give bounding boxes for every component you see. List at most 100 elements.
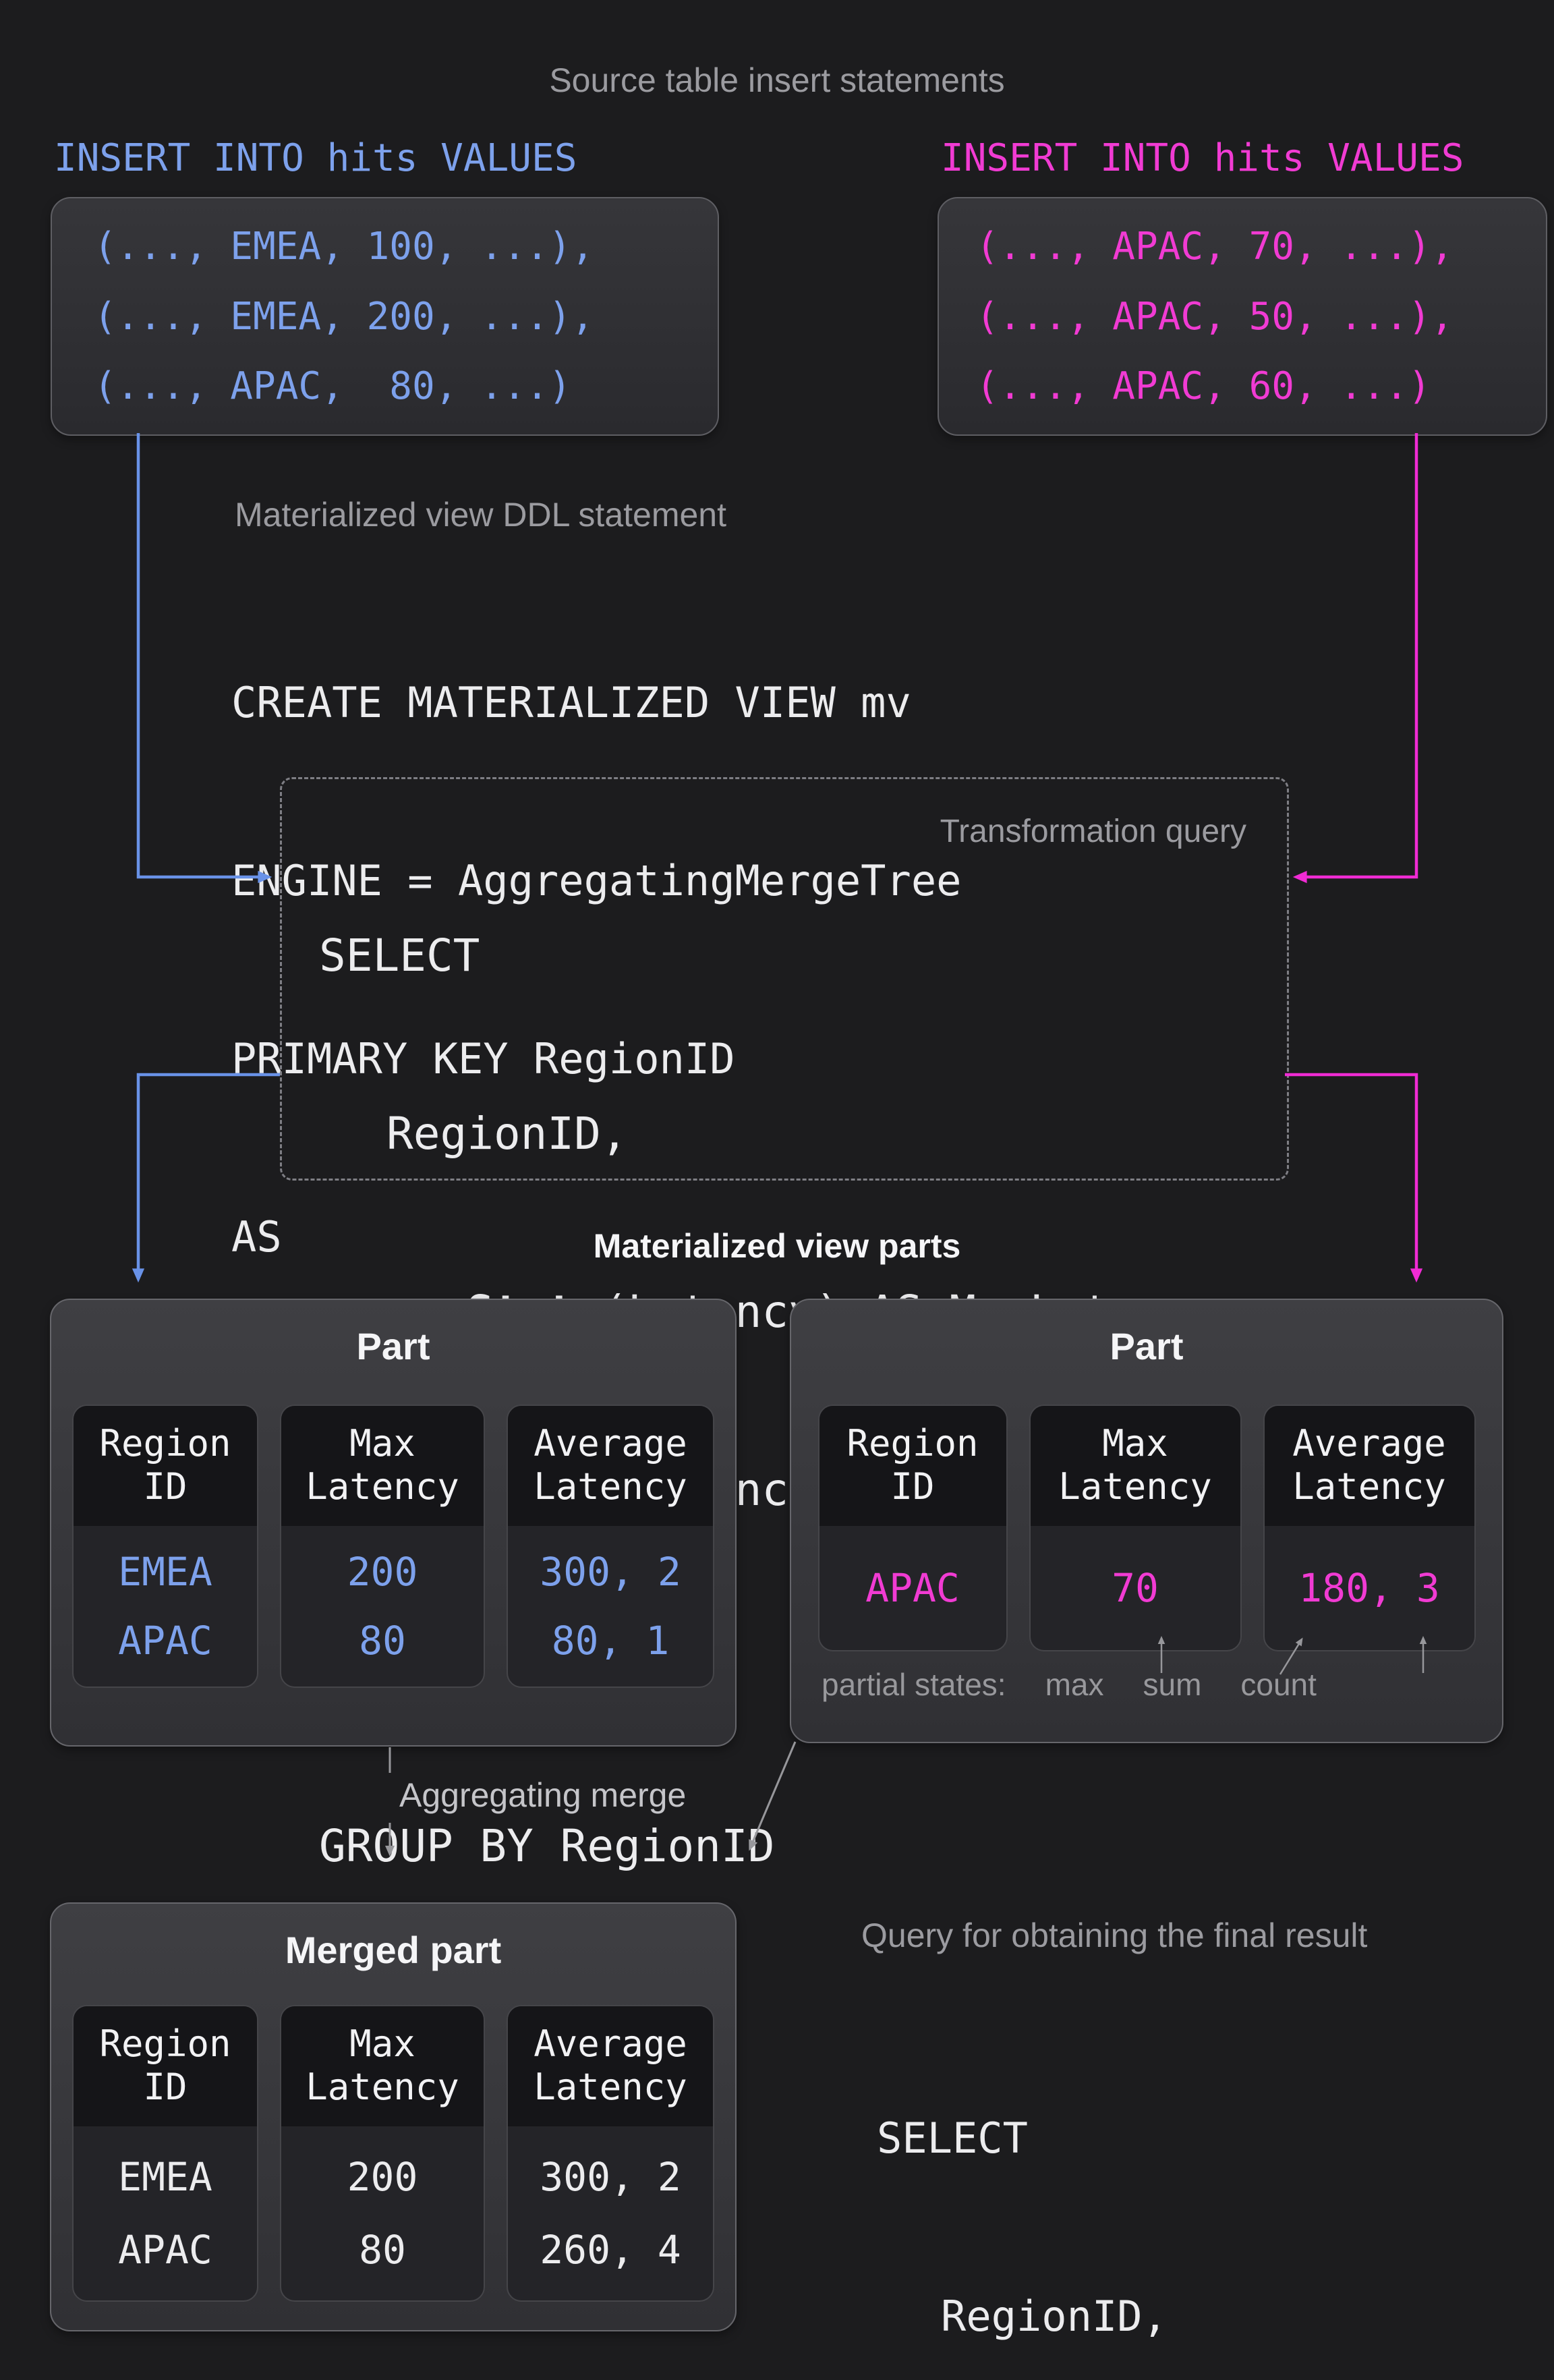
column-header-line: Latency	[1058, 1465, 1212, 1508]
column-values: APAC	[819, 1526, 1006, 1650]
table-cell: APAC	[118, 1618, 212, 1664]
column-values: 180, 3	[1265, 1526, 1474, 1650]
column-values: EMEA APAC	[74, 2126, 257, 2300]
table-cell: 200	[347, 1549, 418, 1595]
fq-line-regionid: RegionID,	[941, 2292, 1168, 2341]
table-cell: 260, 4	[540, 2227, 681, 2273]
insert-right-box: (..., APAC, 70, ...), (..., APAC, 50, ..…	[938, 197, 1547, 436]
insert-right-row-2: (..., APAC, 50, ...),	[976, 294, 1454, 339]
table-cell: APAC	[118, 2227, 212, 2273]
table-cell: 80	[359, 2227, 406, 2273]
insert-left-header: INSERT INTO hits VALUES	[54, 136, 577, 180]
insert-left-row-1: (..., EMEA, 100, ...),	[94, 224, 594, 268]
insert-right-row-3: (..., APAC, 60, ...)	[976, 364, 1431, 409]
column-header-line: ID	[143, 2066, 188, 2108]
column-header-line: Region	[99, 2022, 231, 2065]
column-values: 70	[1031, 1526, 1240, 1650]
page-title: Source table insert statements	[549, 61, 1005, 99]
table-cell: 70	[1112, 1565, 1159, 1611]
ddl-line-1: CREATE MATERIALIZED VIEW mv	[231, 678, 911, 727]
table-cell: 80	[359, 1618, 406, 1664]
aggregating-merge-label: Aggregating merge	[399, 1776, 687, 1814]
partial-states-annotation: partial states: max sum count	[822, 1666, 1317, 1703]
ddl-label: Materialized view DDL statement	[235, 496, 726, 534]
part-right-title: Part	[1110, 1325, 1184, 1367]
insert-left-row-3: (..., APAC, 80, ...)	[94, 364, 572, 409]
column-header-line: Latency	[534, 2066, 687, 2108]
column-values: 200 80	[281, 2126, 484, 2300]
partial-states-label: partial states:	[822, 1667, 1006, 1702]
table-cell: EMEA	[118, 1549, 212, 1595]
merged-part-title: Merged part	[285, 1929, 502, 1971]
table-cell: 80, 1	[551, 1618, 670, 1664]
column-values: 200 80	[281, 1526, 484, 1687]
final-query-label: Query for obtaining the final result	[861, 1917, 1368, 1954]
tq-line-groupby: GROUP BY RegionID	[319, 1820, 775, 1872]
column-header-line: Max	[1102, 1422, 1168, 1465]
tq-line-regionid: RegionID,	[386, 1108, 628, 1160]
column-header-line: Latency	[534, 1465, 687, 1508]
column-header-line: Region	[99, 1422, 231, 1465]
column-header-line: Average	[534, 2022, 687, 2065]
insert-left-row-2: (..., EMEA, 200, ...),	[94, 294, 594, 339]
partial-state-count: count	[1240, 1667, 1317, 1702]
column-header-line: ID	[890, 1465, 935, 1508]
column-values: EMEA APAC	[74, 1526, 257, 1687]
insert-right-row-1: (..., APAC, 70, ...),	[976, 224, 1454, 268]
materialized-view-parts-label: Materialized view parts	[593, 1227, 961, 1265]
table-cell: 180, 3	[1298, 1565, 1440, 1611]
insert-right-header: INSERT INTO hits VALUES	[941, 136, 1464, 180]
transformation-query-label: Transformation query	[940, 814, 1246, 849]
transformation-query-box: Transformation query SELECT RegionID, ma…	[280, 777, 1289, 1872]
partial-state-max: max	[1045, 1667, 1104, 1702]
table-cell: EMEA	[118, 2153, 212, 2200]
column-values: 300, 2 80, 1	[508, 1526, 713, 1687]
insert-left-box: (..., EMEA, 100, ...), (..., EMEA, 200, …	[51, 197, 719, 436]
table-cell: APAC	[865, 1565, 960, 1611]
column-header-line: Region	[846, 1422, 979, 1465]
column-header-line: ID	[143, 1465, 188, 1508]
column-values: 300, 2 260, 4	[508, 2126, 713, 2300]
fq-line-select: SELECT	[877, 2114, 1028, 2163]
tq-line-select: SELECT	[319, 930, 480, 982]
column-header-line: Max	[349, 2022, 415, 2065]
column-header-line: Latency	[306, 2066, 459, 2108]
table-cell: 300, 2	[540, 2153, 681, 2200]
column-header-line: Max	[349, 1422, 415, 1465]
part-left-title: Part	[356, 1325, 430, 1367]
table-cell: 300, 2	[540, 1549, 681, 1595]
column-header-line: Average	[534, 1422, 687, 1465]
partial-state-sum: sum	[1143, 1667, 1202, 1702]
table-cell: 200	[347, 2153, 418, 2200]
column-header-line: Latency	[306, 1465, 459, 1508]
arrow-insert-right-to-query	[1292, 433, 1418, 884]
ddl-line-2: ENGINE = AggregatingMergeTree	[231, 856, 962, 905]
column-header-line: Latency	[1292, 1465, 1446, 1508]
